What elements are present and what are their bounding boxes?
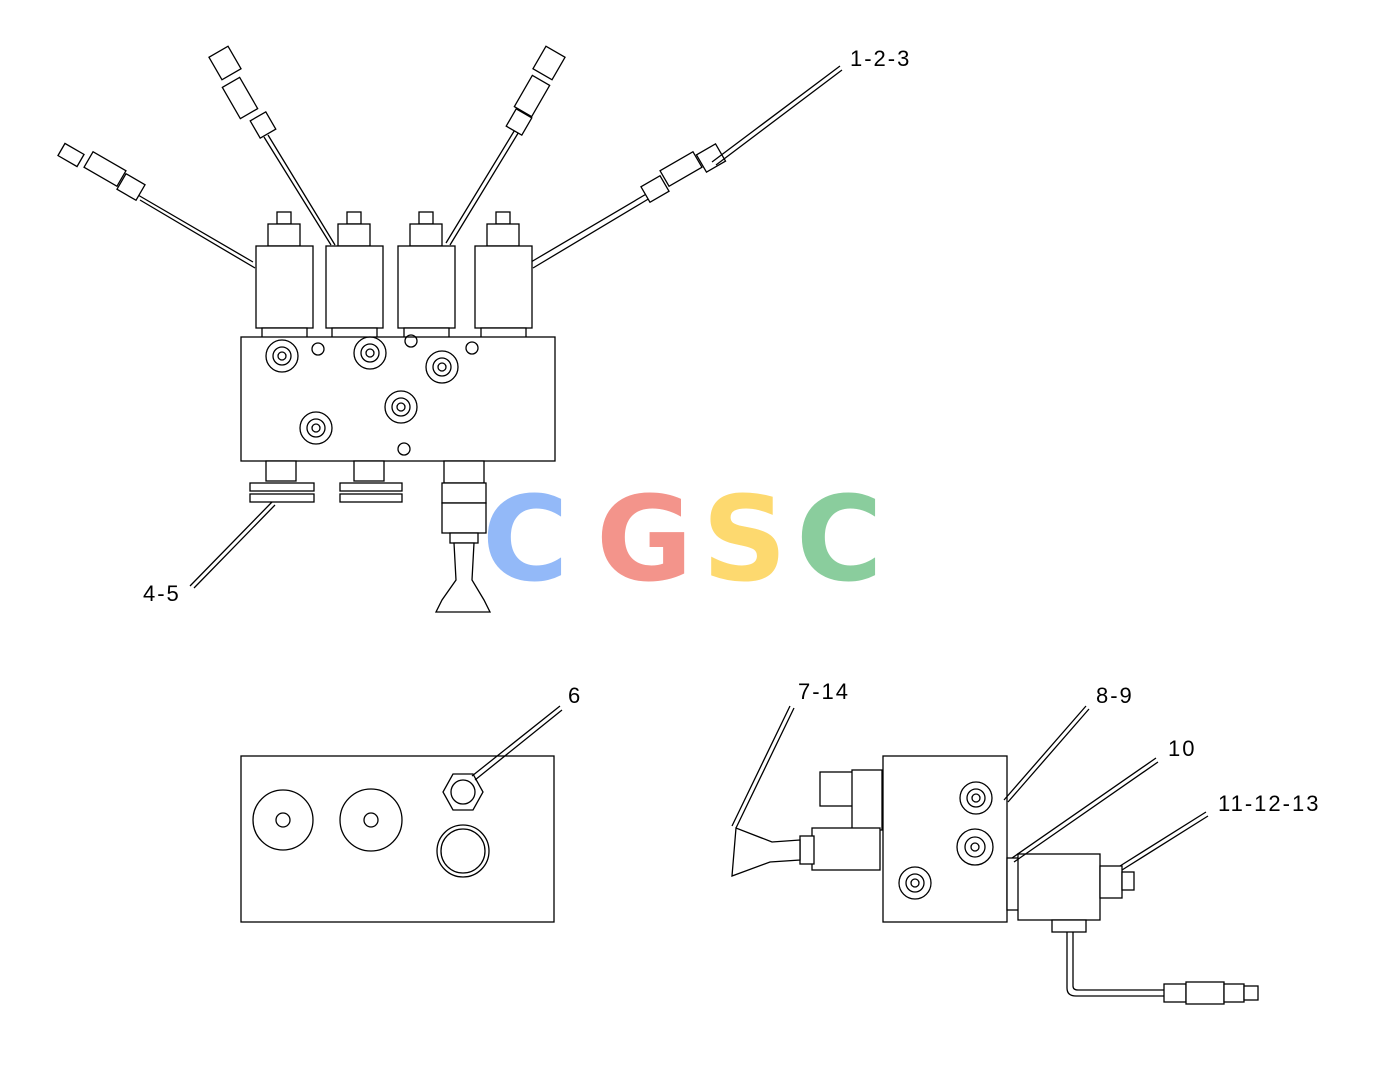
solenoid-2 <box>325 211 384 339</box>
block-ports <box>265 334 479 456</box>
callout-6: 6 <box>568 683 582 708</box>
callout-8-9: 8-9 <box>1096 683 1134 708</box>
solenoid-wires <box>57 45 727 269</box>
watermark-letter-1: C <box>482 470 569 608</box>
callout-7-14: 7-14 <box>798 679 850 704</box>
callout-1-2-3: 1-2-3 <box>850 46 911 71</box>
callout-4-5: 4-5 <box>143 581 181 606</box>
watermark-letter-2: G <box>596 470 693 608</box>
watermark-letter-3: S <box>702 470 787 608</box>
side-view-assembly <box>731 755 1259 1005</box>
solenoid-1 <box>255 211 314 339</box>
watermark-letter-4: C <box>796 470 883 608</box>
port-plate <box>240 755 555 923</box>
cgsc-watermark: C G S C <box>482 470 883 608</box>
callout-11-12-13: 11-12-13 <box>1218 791 1320 816</box>
solenoid-3 <box>397 211 456 339</box>
valve-block-assembly <box>57 45 727 613</box>
bottom-fittings <box>249 460 492 613</box>
callout-10: 10 <box>1168 736 1196 761</box>
solenoid-4 <box>474 211 533 339</box>
leader-lines <box>189 65 1209 871</box>
